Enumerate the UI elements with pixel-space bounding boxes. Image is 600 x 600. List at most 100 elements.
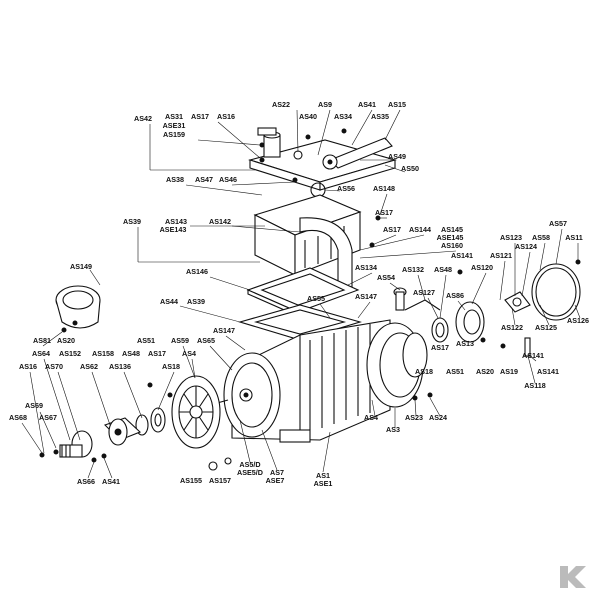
part-label: AS68 xyxy=(9,413,27,422)
part-label: AS23 xyxy=(405,413,423,422)
part-label: AS48 xyxy=(122,349,140,358)
part-label: AS81 xyxy=(33,336,51,345)
seal-as127 xyxy=(431,317,449,343)
part-label: AS13 xyxy=(456,339,474,348)
part-label: AS65 xyxy=(197,336,215,345)
front-face-plate xyxy=(223,352,281,438)
part-label: AS17 xyxy=(191,112,209,121)
part-label: ASE31 xyxy=(163,121,186,130)
part-label: AS20 xyxy=(476,367,494,376)
part-label: AS48 xyxy=(434,265,452,274)
part-label: AS67 xyxy=(39,413,57,422)
part-label: AS18 xyxy=(162,362,180,371)
part-label: AS118 xyxy=(524,381,546,390)
part-label: AS44 xyxy=(160,297,178,306)
part-label: AS34 xyxy=(334,112,352,121)
bearing-housing-as120 xyxy=(455,301,485,343)
coupling-as70 xyxy=(59,430,93,458)
part-label: AS11 xyxy=(565,233,583,242)
part-label: AS38 xyxy=(166,175,184,184)
valve-lever xyxy=(322,137,393,170)
part-label: AS141 xyxy=(537,367,559,376)
part-label: AS31 xyxy=(165,112,183,121)
part-label: AS141 xyxy=(522,351,544,360)
part-label: ASE7 xyxy=(266,476,285,485)
sleeve-as149 xyxy=(55,285,101,329)
part-label: AS41 xyxy=(102,477,120,486)
leader-lines xyxy=(21,109,581,479)
part-label: AS142 xyxy=(209,217,231,226)
part-label: AS55 xyxy=(307,294,325,303)
part-label: AS69 xyxy=(25,401,43,410)
part-label: AS4 xyxy=(364,413,378,422)
part-label: AS15 xyxy=(388,100,406,109)
part-label: AS147 xyxy=(355,292,377,301)
part-label: AS39 xyxy=(123,217,141,226)
part-label: AS20 xyxy=(57,336,75,345)
part-label: AS41 xyxy=(358,100,376,109)
part-label: AS120 xyxy=(471,263,493,272)
ring-as57 xyxy=(531,263,581,321)
part-label: AS70 xyxy=(45,362,63,371)
part-label: AS66 xyxy=(77,477,95,486)
part-label: AS86 xyxy=(446,291,464,300)
part-label: AS17 xyxy=(431,343,449,352)
part-label: AS125 xyxy=(535,323,557,332)
part-label: AS56 xyxy=(337,184,355,193)
rear-housing-as3 xyxy=(366,322,428,408)
upper-housing xyxy=(253,194,362,276)
part-label: AS39 xyxy=(187,297,205,306)
part-label: AS50 xyxy=(401,164,419,173)
part-label: AS7 xyxy=(270,468,284,477)
part-label: AS147 xyxy=(213,326,235,335)
bracket-as123 xyxy=(504,291,531,313)
part-label: AS152 xyxy=(59,349,81,358)
brand-k-icon xyxy=(560,566,586,588)
part-label: AS40 xyxy=(299,112,317,121)
part-label: AS59 xyxy=(171,336,189,345)
brand-logo xyxy=(560,566,586,588)
part-label: AS62 xyxy=(80,362,98,371)
part-label: AS16 xyxy=(217,112,235,121)
part-label: ASE143 xyxy=(160,225,187,234)
part-label: AS19 xyxy=(500,367,518,376)
part-label: AS16 xyxy=(19,362,37,371)
part-label: AS51 xyxy=(137,336,155,345)
front-screws xyxy=(39,320,232,471)
part-label: AS146 xyxy=(186,267,208,276)
part-label: AS58 xyxy=(532,233,550,242)
part-label: AS160 xyxy=(441,241,463,250)
pipe-as132 xyxy=(404,299,441,311)
part-label: AS136 xyxy=(109,362,131,371)
part-label: AS49 xyxy=(388,152,406,161)
part-label: AS148 xyxy=(373,184,395,193)
part-label: AS17 xyxy=(375,208,393,217)
part-label: AS149 xyxy=(70,262,92,271)
part-label: AS42 xyxy=(134,114,152,123)
part-label: AS122 xyxy=(501,323,523,332)
part-label: AS3 xyxy=(386,425,400,434)
part-label: AS143 xyxy=(165,217,187,226)
part-label: AS54 xyxy=(377,273,395,282)
part-label: AS4 xyxy=(182,349,196,358)
part-label: AS126 xyxy=(567,316,589,325)
part-label: ASE5/D xyxy=(237,468,263,477)
front-cover-as59 xyxy=(171,375,221,449)
part-label: AS158 xyxy=(92,349,114,358)
part-label: AS18 xyxy=(415,367,433,376)
part-label: AS5/D xyxy=(239,460,260,469)
bearing-as18 xyxy=(150,407,166,433)
part-label: AS155 xyxy=(180,476,202,485)
part-label: AS134 xyxy=(355,263,377,272)
part-label: AS57 xyxy=(549,219,567,228)
part-label: AS123 xyxy=(500,233,522,242)
part-label: AS64 xyxy=(32,349,50,358)
filler-neck xyxy=(257,127,281,158)
part-label: AS145 xyxy=(441,225,463,234)
part-label: AS124 xyxy=(515,242,537,251)
part-label: AS47 xyxy=(195,175,213,184)
seal-as136 xyxy=(135,414,149,436)
part-label: AS35 xyxy=(371,112,389,121)
